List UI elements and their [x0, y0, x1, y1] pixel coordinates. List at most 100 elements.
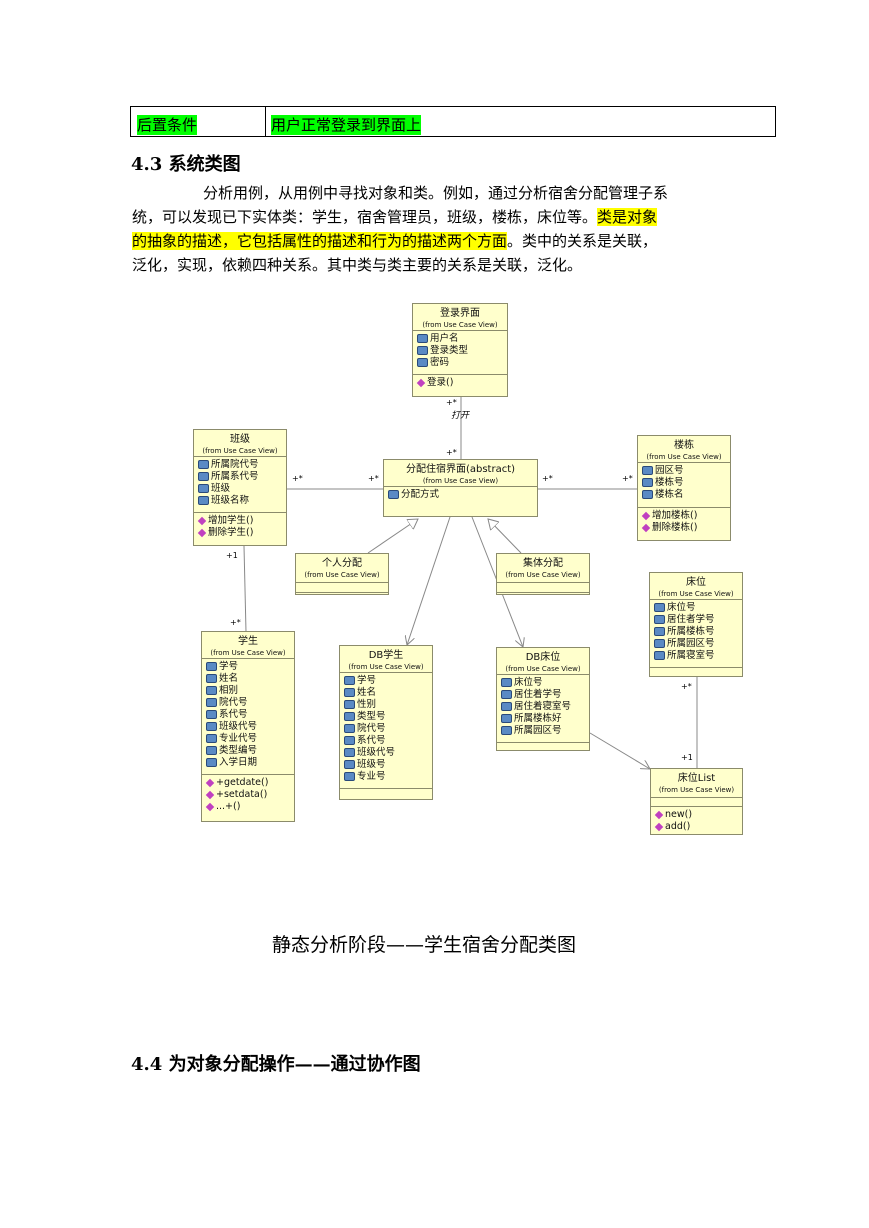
class-name: 集体分配 — [523, 558, 563, 569]
operation-section — [296, 592, 388, 598]
attribute: 居住着寝室号 — [514, 701, 572, 712]
attribute-icon — [417, 346, 428, 355]
operation-icon — [197, 528, 207, 537]
operation-icon — [205, 778, 215, 787]
attribute: 相别 — [219, 685, 239, 696]
banji-to-xuesheng-line — [243, 545, 247, 633]
attribute-icon — [198, 496, 209, 505]
attribute-section — [497, 582, 589, 592]
mult-login-bottom: +* — [446, 398, 457, 407]
class-name: 床位List — [677, 773, 716, 784]
operation: new() — [665, 809, 693, 820]
class-login-ui: 登录界面 (from Use Case View) 用户名 登录类型 密码 登录… — [412, 303, 508, 397]
attribute-icon — [642, 478, 653, 487]
operation-section — [497, 592, 589, 598]
operation-icon — [654, 810, 664, 819]
attribute-section — [296, 582, 388, 592]
attribute: 院代号 — [219, 697, 248, 708]
operation-section — [497, 742, 589, 748]
class-origin: (from Use Case View) — [210, 649, 286, 657]
class-origin: (from Use Case View) — [646, 453, 722, 461]
attribute: 登录类型 — [430, 345, 469, 356]
operation-section: 登录() — [413, 374, 507, 392]
attribute-icon — [501, 678, 512, 687]
class-origin: (from Use Case View) — [202, 447, 278, 455]
attribute: 楼栋号 — [655, 477, 684, 488]
class-fenpei-abstract: 分配住宿界面(abstract) (from Use Case View) 分配… — [383, 459, 538, 517]
attribute-icon — [206, 662, 217, 671]
attribute-icon — [344, 724, 355, 733]
mult-fenpei-top: +* — [446, 448, 457, 457]
section-heading-4-3: 4.3 系统类图 — [131, 154, 241, 175]
attribute-icon — [198, 460, 209, 469]
attribute: 专业代号 — [219, 733, 258, 744]
attribute: 院代号 — [357, 723, 386, 734]
postcondition-table-row: 后置条件 用户正常登录到界面上 — [130, 106, 776, 137]
attribute: 用户名 — [430, 333, 459, 344]
attribute: 姓名 — [357, 687, 377, 698]
geren-generalization — [367, 519, 418, 554]
operation-icon — [416, 378, 426, 387]
operation: +getdate() — [216, 777, 269, 788]
class-origin: (from Use Case View) — [505, 665, 581, 673]
operation: 删除楼栋() — [652, 522, 698, 533]
operation: 增加楼栋() — [652, 510, 698, 521]
highlighted-text-1: 类是对象 — [597, 208, 658, 226]
attribute: 学号 — [357, 675, 377, 686]
attribute-icon — [206, 722, 217, 731]
attribute-icon — [654, 615, 665, 624]
attribute-section: 床位号 居住着学号 居住着寝室号 所属楼栋好 所属园区号 — [497, 674, 589, 740]
dbchuangwei-to-list-arrow — [589, 732, 650, 769]
attribute-icon — [344, 700, 355, 709]
mult-xuesheng-top: +* — [230, 618, 241, 627]
attribute-icon — [344, 772, 355, 781]
attribute: 居住者学号 — [667, 614, 715, 625]
attribute-icon — [206, 710, 217, 719]
class-db-xuesheng: DB学生 (from Use Case View) 学号 姓名 性别 类型号 院… — [339, 645, 433, 800]
mult-loudong-left: +* — [622, 474, 633, 483]
attribute-icon — [198, 472, 209, 481]
attribute-icon — [642, 466, 653, 475]
paragraph-line-2: 统，可以发现已下实体类：学生，宿舍管理员，班级，楼栋，床位等。类是对象 — [132, 205, 742, 229]
operation-icon — [641, 523, 651, 532]
operation: 删除学生() — [208, 527, 254, 538]
mult-fenpei-left: +* — [368, 474, 379, 483]
attribute-icon — [501, 726, 512, 735]
attribute-section: 学号 姓名 相别 院代号 系代号 班级代号 专业代号 类型编号 入学日期 — [202, 658, 294, 772]
attribute: 所属寝室号 — [667, 650, 715, 661]
operation-icon — [197, 516, 207, 525]
attribute: 所属系代号 — [211, 471, 259, 482]
class-name: DB学生 — [368, 650, 404, 661]
attribute-section: 学号 姓名 性别 类型号 院代号 系代号 班级代号 班级号 专业号 — [340, 672, 432, 786]
attribute: 类型号 — [357, 711, 386, 722]
attribute: 分配方式 — [401, 489, 440, 500]
class-banji: 班级 (from Use Case View) 所属院代号 所属系代号 班级 班… — [193, 429, 287, 546]
class-loudong: 楼栋 (from Use Case View) 园区号 楼栋号 楼栋名 增加楼栋… — [637, 435, 731, 541]
mult-banji-bottom: +1 — [226, 551, 238, 560]
class-chuangwei: 床位 (from Use Case View) 床位号 居住者学号 所属楼栋号 … — [649, 572, 743, 677]
table-column-divider — [265, 107, 266, 136]
attribute-icon — [654, 639, 665, 648]
attribute-section: 所属院代号 所属系代号 班级 班级名称 — [194, 456, 286, 510]
paragraph-line-2-text: 统，可以发现已下实体类：学生，宿舍管理员，班级，楼栋，床位等。 — [132, 208, 598, 226]
section-heading-4-4: 4.4 为对象分配操作——通过协作图 — [131, 1054, 421, 1075]
attribute-section: 分配方式 — [384, 486, 537, 504]
figure-caption: 静态分析阶段——学生宿舍分配类图 — [272, 934, 577, 956]
class-chuangwei-list: 床位List (from Use Case View) new() add() — [650, 768, 743, 835]
operation: ...+() — [216, 801, 241, 812]
attribute-icon — [206, 698, 217, 707]
attribute: 所属园区号 — [514, 725, 562, 736]
class-origin: (from Use Case View) — [304, 571, 380, 579]
class-db-chuangwei: DB床位 (from Use Case View) 床位号 居住着学号 居住着寝… — [496, 647, 590, 751]
attribute-icon — [654, 627, 665, 636]
attribute: 系代号 — [357, 735, 386, 746]
attribute: 床位号 — [667, 602, 696, 613]
paragraph-line-1: 分析用例，从用例中寻找对象和类。例如，通过分析宿舍分配管理子系 — [203, 184, 669, 202]
paragraph-line-3: 的抽象的描述，它包括属性的描述和行为的描述两个方面。类中的关系是关联， — [132, 229, 742, 253]
class-origin: (from Use Case View) — [422, 321, 498, 329]
attribute-section: 用户名 登录类型 密码 — [413, 330, 507, 372]
attribute-icon — [344, 688, 355, 697]
attribute: 密码 — [430, 357, 450, 368]
mult-fenpei-right: +* — [542, 474, 553, 483]
class-name: 分配住宿界面(abstract) — [405, 464, 516, 475]
